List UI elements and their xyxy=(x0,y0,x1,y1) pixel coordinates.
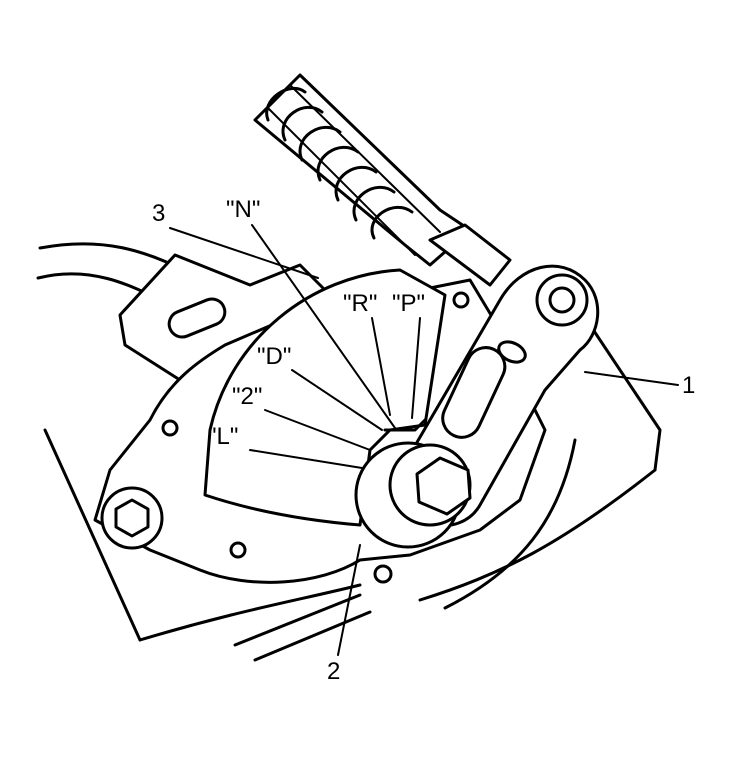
case-outline xyxy=(36,242,662,662)
position-label-n: "N" xyxy=(226,196,261,223)
position-scale-plate xyxy=(203,268,447,527)
callout-2: 2 xyxy=(327,658,341,685)
position-label-2: "2" xyxy=(232,383,263,410)
position-label-p: "P" xyxy=(392,290,426,317)
position-label-r: "R" xyxy=(343,290,378,317)
hole xyxy=(373,564,393,584)
callout-1: 1 xyxy=(682,372,696,399)
leader-lines xyxy=(169,224,679,656)
mounting-bracket xyxy=(118,253,327,382)
hole xyxy=(161,419,179,437)
hole xyxy=(452,291,470,309)
position-label-l: "L" xyxy=(208,423,239,450)
neutral-reference xyxy=(383,418,427,432)
mounting-bolt-left xyxy=(100,486,164,550)
callout-3: 3 xyxy=(152,200,166,227)
hole xyxy=(229,541,247,559)
position-label-d: "D" xyxy=(257,343,292,370)
manual-shaft-nut xyxy=(354,441,472,549)
selector-cable-boot xyxy=(253,73,512,287)
